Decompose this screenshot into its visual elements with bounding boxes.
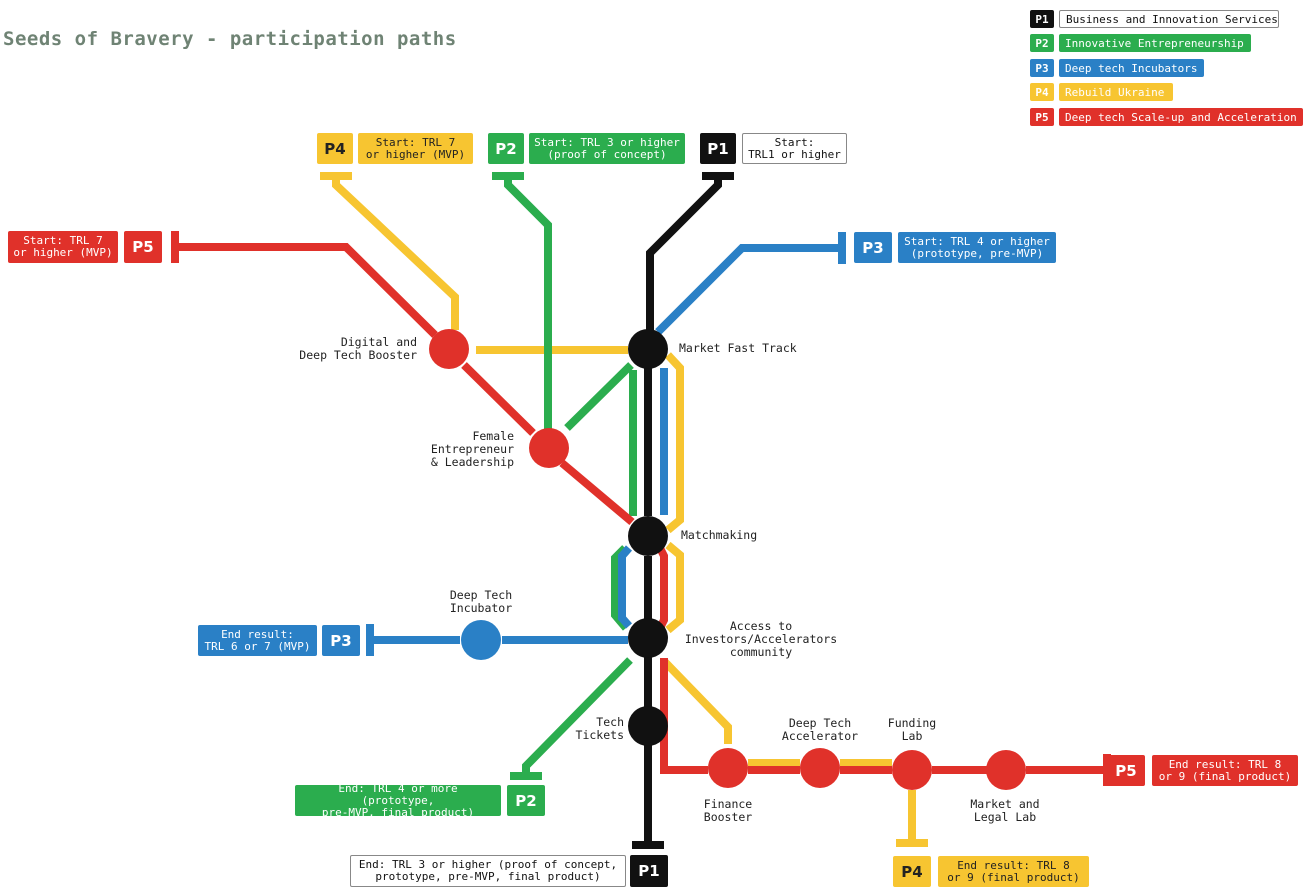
station-female-entrepreneur bbox=[529, 428, 569, 468]
p1-end-text: End: TRL 3 or higher (proof of concept, … bbox=[350, 855, 626, 887]
p2-start-badge: P2 bbox=[488, 133, 524, 164]
station-access-investors bbox=[628, 618, 668, 658]
p2-start-text: Start: TRL 3 or higher (proof of concept… bbox=[529, 133, 685, 164]
p4-start-badge: P4 bbox=[317, 133, 353, 164]
legend-name-p1: Business and Innovation Services bbox=[1059, 10, 1279, 28]
p2-end-text: End: TRL 4 or more (prototype, pre-MVP, … bbox=[295, 782, 501, 818]
station-matchmaking bbox=[628, 516, 668, 556]
legend-item-p5: P5 Deep tech Scale-up and Acceleration bbox=[1030, 107, 1303, 127]
p2-end-badge: P2 bbox=[507, 785, 545, 816]
station-finance-booster bbox=[708, 748, 748, 788]
legend-name-p5: Deep tech Scale-up and Acceleration bbox=[1059, 108, 1303, 126]
station-market-fast-track bbox=[628, 329, 668, 369]
label-matchmaking: Matchmaking bbox=[681, 528, 758, 542]
p5-start-badge: P5 bbox=[124, 231, 162, 263]
legend-item-p1: P1 Business and Innovation Services bbox=[1030, 9, 1279, 29]
legend-item-p4: P4 Rebuild Ukraine bbox=[1030, 82, 1173, 102]
station-deep-tech-accelerator bbox=[800, 748, 840, 788]
route-p5 bbox=[171, 231, 1111, 786]
legend-code-p3: P3 bbox=[1030, 59, 1054, 77]
label-tech-tickets: Tech Tickets bbox=[575, 715, 624, 742]
p4-end-text: End result: TRL 8 or 9 (final product) bbox=[938, 856, 1089, 887]
label-deep-tech-accelerator: Deep Tech Accelerator bbox=[781, 716, 859, 743]
station-funding-lab bbox=[892, 750, 932, 790]
p1-start-badge: P1 bbox=[700, 133, 736, 164]
legend-name-p2: Innovative Entrepreneurship bbox=[1059, 34, 1251, 52]
route-p2 bbox=[492, 172, 637, 780]
legend-name-p4: Rebuild Ukraine bbox=[1059, 83, 1173, 101]
p3-start-badge: P3 bbox=[854, 232, 892, 263]
p4-end-badge: P4 bbox=[893, 856, 931, 887]
label-finance-booster: Finance Booster bbox=[703, 797, 753, 824]
p5-end-text: End result: TRL 8 or 9 (final product) bbox=[1152, 755, 1298, 786]
label-deep-tech-incubator: Deep Tech Incubator bbox=[449, 588, 513, 615]
station-digital-booster bbox=[429, 329, 469, 369]
p4-start-text: Start: TRL 7 or higher (MVP) bbox=[358, 133, 473, 164]
p1-start-text: Start: TRL1 or higher bbox=[742, 133, 847, 164]
legend-name-p3: Deep tech Incubators bbox=[1059, 59, 1204, 77]
station-deep-tech-incubator bbox=[461, 620, 501, 660]
route-p1 bbox=[632, 172, 734, 849]
p3-start-text: Start: TRL 4 or higher (prototype, pre-M… bbox=[898, 232, 1056, 263]
p5-end-badge: P5 bbox=[1107, 755, 1145, 786]
legend-code-p1: P1 bbox=[1030, 10, 1054, 28]
p5-start-text: Start: TRL 7 or higher (MVP) bbox=[8, 231, 118, 263]
station-tech-tickets bbox=[628, 706, 668, 746]
p3-end-text: End result: TRL 6 or 7 (MVP) bbox=[198, 625, 317, 656]
legend-code-p4: P4 bbox=[1030, 83, 1054, 101]
p1-end-badge: P1 bbox=[630, 855, 668, 887]
route-p3 bbox=[366, 232, 846, 656]
label-market-fast-track: Market Fast Track bbox=[679, 341, 797, 355]
legend-item-p2: P2 Innovative Entrepreneurship bbox=[1030, 33, 1251, 53]
label-funding-lab: Funding Lab bbox=[887, 716, 937, 743]
page-title: Seeds of Bravery - participation paths bbox=[3, 28, 457, 50]
legend-item-p3: P3 Deep tech Incubators bbox=[1030, 58, 1204, 78]
label-access-investors: Access to Investors/Accelerators communi… bbox=[684, 619, 838, 659]
legend-code-p5: P5 bbox=[1030, 108, 1054, 126]
legend-code-p2: P2 bbox=[1030, 34, 1054, 52]
label-digital-booster: Digital and Deep Tech Booster bbox=[299, 335, 417, 362]
station-market-legal-lab bbox=[986, 750, 1026, 790]
label-market-legal-lab: Market and Legal Lab bbox=[970, 797, 1040, 824]
p3-end-badge: P3 bbox=[322, 625, 360, 656]
label-female-entrepreneur: Female Entrepreneur & Leadership bbox=[430, 429, 514, 469]
